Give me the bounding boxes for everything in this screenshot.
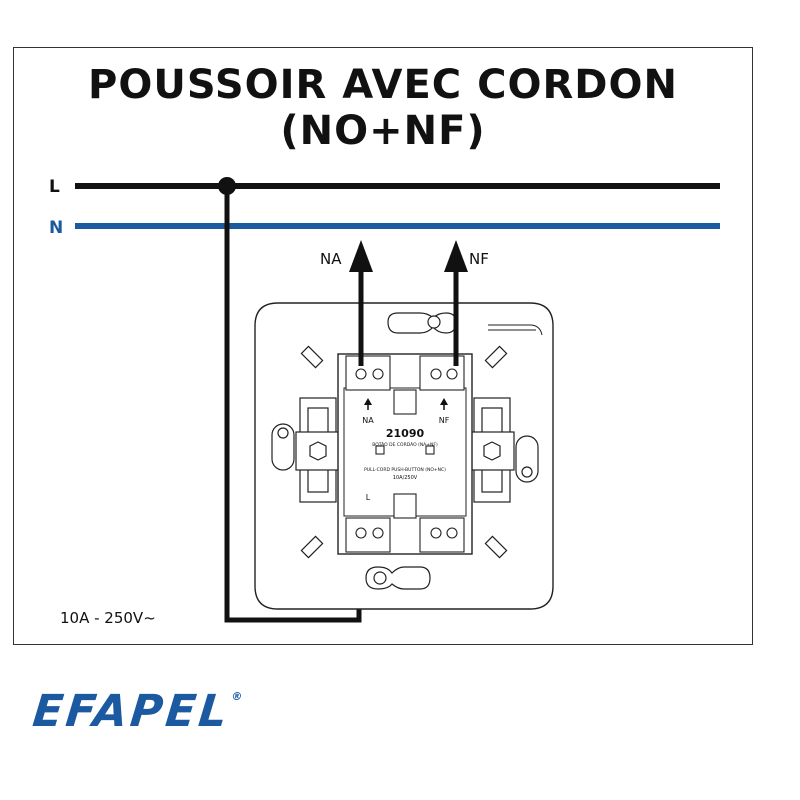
na-label: NA [320, 250, 342, 268]
terminal-block-l [345, 517, 391, 553]
na-arrow [349, 240, 373, 272]
device-terminal-nf: NF [439, 416, 450, 425]
device-model: 21090 [386, 427, 425, 440]
device-text-en: PULL-CORD PUSH-BUTTON (NO+NC) [364, 467, 446, 473]
device-terminal-na: NA [362, 416, 374, 425]
nf-arrow [444, 240, 468, 272]
rating-label: 10A - 250V~ [60, 609, 156, 627]
live-label: L [49, 177, 60, 197]
page-title: POUSSOIR AVEC CORDON (NO+NF) [88, 62, 678, 154]
screw-hole-bottom [373, 571, 387, 585]
device-rating: 10A/250V [393, 475, 418, 481]
brand-name: EFAPEL [30, 686, 233, 737]
device-terminal-l: L [366, 493, 371, 502]
brand-logo: EFAPEL® [30, 686, 243, 737]
corner-clips [300, 345, 508, 559]
neutral-label: N [49, 218, 63, 238]
registered-mark: ® [230, 690, 244, 703]
diagram-frame [13, 47, 753, 645]
terminal-block-spare [419, 517, 465, 553]
screw-hole-top [427, 315, 441, 329]
side-claws [295, 397, 515, 503]
device-text-pt: BOTÃO DE CORDÃO (NA+NF) [372, 441, 438, 448]
nf-label: NF [469, 250, 489, 268]
